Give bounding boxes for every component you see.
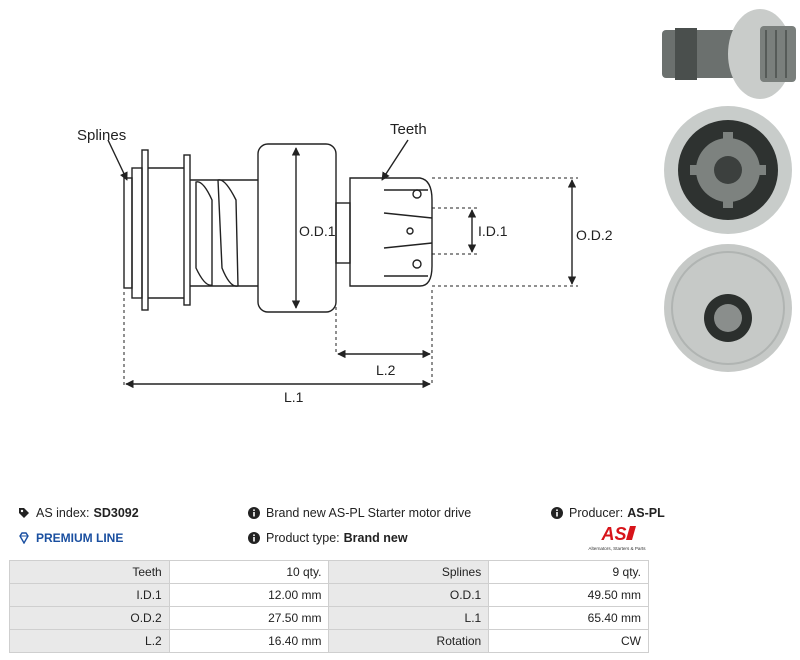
photo-front-view <box>664 106 792 234</box>
table-row: O.D.2 27.50 mm L.1 65.40 mm <box>9 606 649 630</box>
premium-line-row: PREMIUM LINE <box>18 531 123 545</box>
spec-label: I.D.1 <box>9 583 170 607</box>
technical-drawing: Splines Teeth O.D.1 I.D.1 O.D.2 L.2 L.1 <box>77 9 796 405</box>
description-row: Brand new AS-PL Starter motor drive <box>248 506 471 520</box>
info-icon <box>248 507 260 519</box>
as-index-value: SD3092 <box>93 506 139 520</box>
spec-value: 65.40 mm <box>488 606 649 630</box>
spec-value: 10 qty. <box>168 560 330 584</box>
l2-label: L.2 <box>376 362 396 378</box>
spec-label: O.D.2 <box>9 606 170 630</box>
spec-value: 9 qty. <box>488 560 649 584</box>
id1-label: I.D.1 <box>478 223 508 239</box>
table-row: Teeth 10 qty. Splines 9 qty. <box>9 560 649 584</box>
producer-row: Producer: AS-PL <box>551 506 665 520</box>
spec-value: CW <box>488 629 649 653</box>
spec-label: O.D.1 <box>328 583 490 607</box>
od1-label: O.D.1 <box>299 223 336 239</box>
spec-value: 12.00 mm <box>168 583 330 607</box>
info-icon <box>248 532 260 544</box>
spec-label: Teeth <box>9 560 170 584</box>
table-row: L.2 16.40 mm Rotation CW <box>9 629 649 653</box>
starter-drive-outline <box>123 143 433 313</box>
spec-label: L.1 <box>328 606 490 630</box>
spec-value: 16.40 mm <box>168 629 330 653</box>
as-pl-logo: AS Alternators, Starters & Parts <box>588 524 646 551</box>
as-index-row: AS index: SD3092 <box>18 506 139 520</box>
diamond-icon <box>19 532 29 544</box>
producer-label: Producer: <box>569 506 624 520</box>
table-row: I.D.1 12.00 mm O.D.1 49.50 mm <box>9 583 649 607</box>
product-type-row: Product type: Brand new <box>248 531 408 545</box>
spec-label: L.2 <box>9 629 170 653</box>
description-text: Brand new AS-PL Starter motor drive <box>266 506 472 520</box>
logo-mark: AS <box>600 524 626 544</box>
product-type-value: Brand new <box>343 531 408 545</box>
extension-lines <box>123 177 578 386</box>
spec-table: Teeth 10 qty. Splines 9 qty. I.D.1 12.00… <box>9 560 649 653</box>
spec-value: 49.50 mm <box>488 583 649 607</box>
producer-value: AS-PL <box>627 506 665 520</box>
photo-side-view <box>662 9 796 99</box>
od2-label: O.D.2 <box>576 227 613 243</box>
product-type-label: Product type: <box>266 531 340 545</box>
spec-label: Splines <box>328 560 490 584</box>
logo-slogan: Alternators, Starters & Parts <box>588 546 646 551</box>
splines-label: Splines <box>77 127 126 144</box>
l1-label: L.1 <box>284 389 304 405</box>
teeth-label: Teeth <box>390 121 427 138</box>
photo-back-view <box>664 244 792 372</box>
as-index-label: AS index: <box>36 506 90 520</box>
spec-label: Rotation <box>328 629 490 653</box>
info-icon <box>551 507 563 519</box>
tag-icon <box>19 508 29 518</box>
spec-value: 27.50 mm <box>168 606 330 630</box>
premium-line-label: PREMIUM LINE <box>36 531 124 545</box>
dimension-arrows <box>107 139 577 389</box>
